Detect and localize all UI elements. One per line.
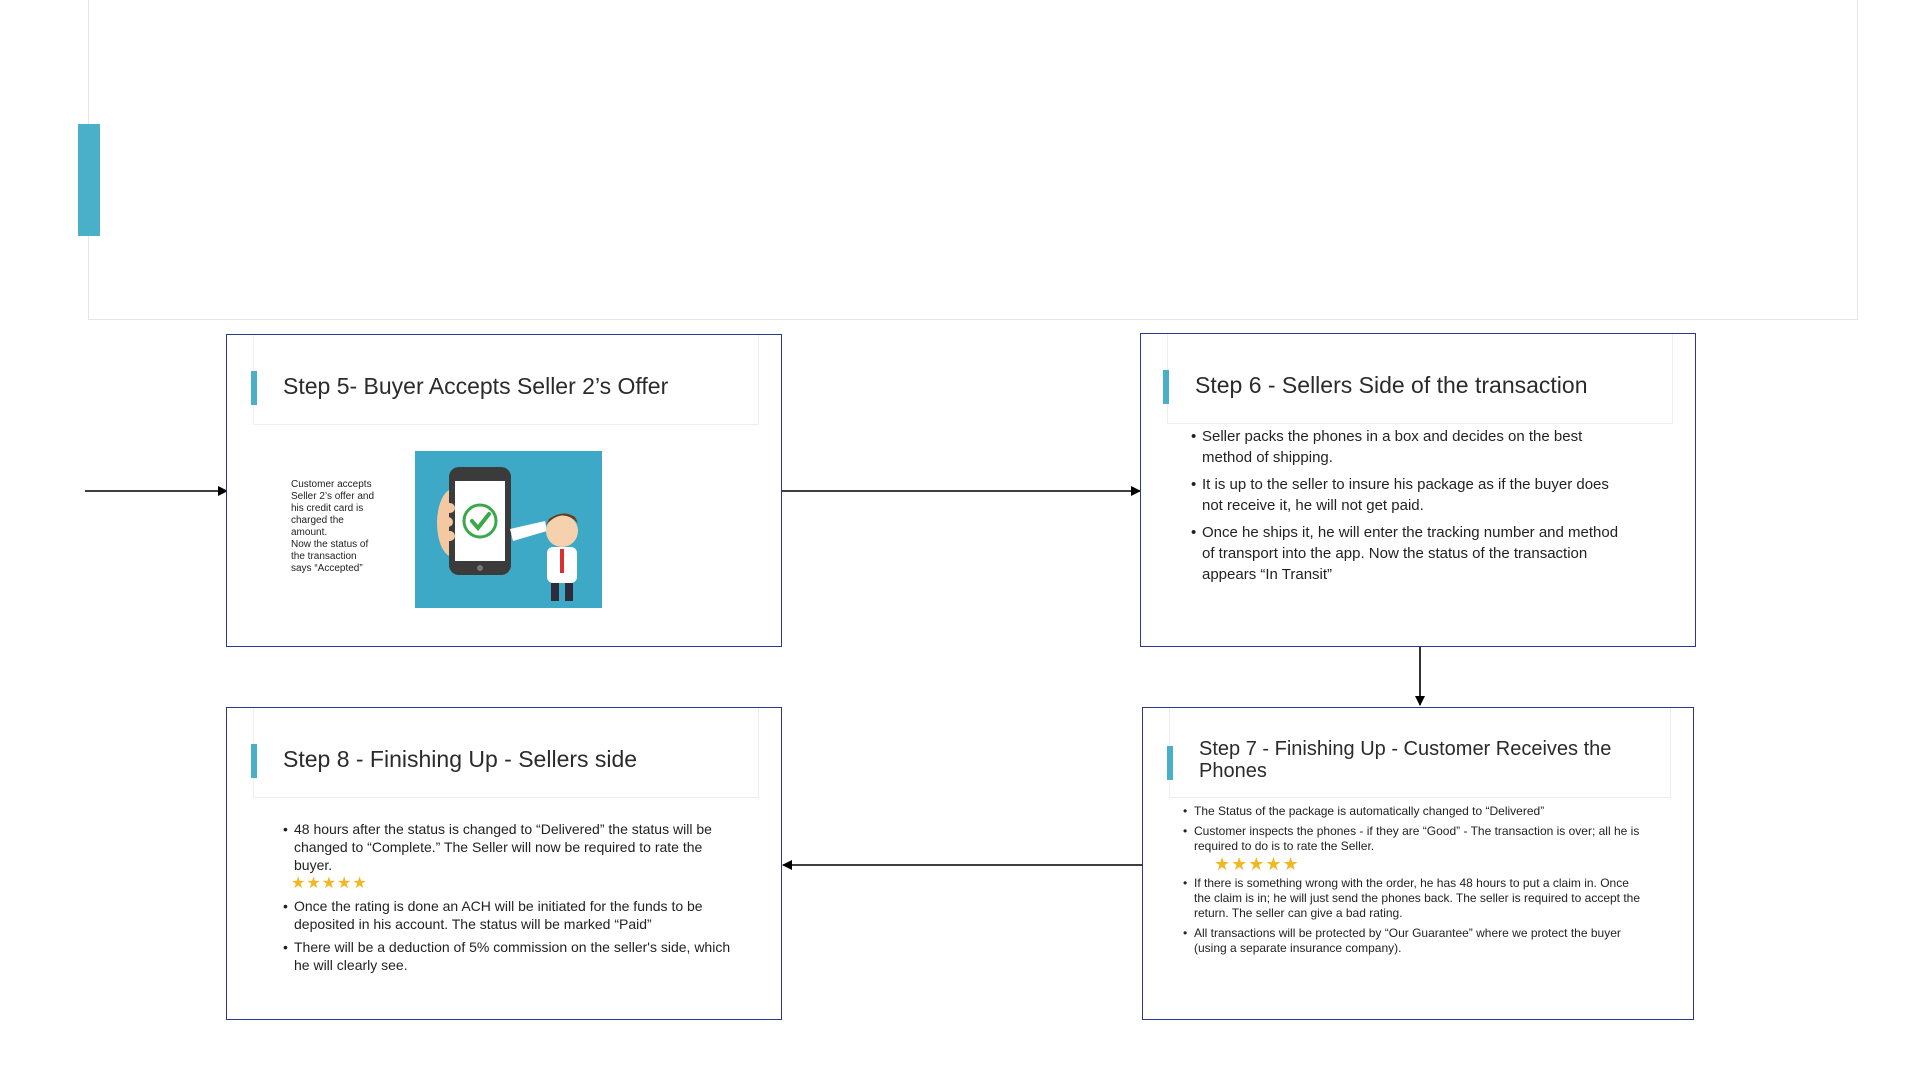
bullet-item: Seller packs the phones in a box and dec… — [1191, 426, 1631, 468]
slide-title: Step 5- Buyer Accepts Seller 2’s Offer — [283, 373, 669, 399]
phone-checkmark-illustration — [415, 451, 602, 608]
title-accent-bar — [78, 124, 100, 236]
phone-check-icon — [437, 467, 578, 601]
slide-accent-bar — [251, 744, 257, 778]
slide-step5: Step 5- Buyer Accepts Seller 2’s Offer C… — [226, 334, 782, 647]
bullet-item: Once he ships it, he will enter the trac… — [1191, 522, 1631, 585]
bullet-list: 48 hours after the status is changed to … — [283, 820, 743, 974]
slide-step8: Step 8 - Finishing Up - Sellers side 48 … — [226, 707, 782, 1020]
bullet-item: Customer inspects the phones - if they a… — [1183, 824, 1648, 854]
note-line: says “Accepted” — [291, 563, 363, 574]
title-area — [88, 0, 1858, 320]
note-line: his credit card is — [291, 503, 364, 514]
bullet-item: All transactions will be protected by “O… — [1183, 926, 1648, 956]
note-line: Now the status of — [291, 539, 369, 550]
bullet-item: If there is something wrong with the ord… — [1183, 876, 1648, 921]
note-line: Seller 2’s offer and — [291, 491, 375, 502]
slide-step6: Step 6 - Sellers Side of the transaction… — [1140, 333, 1696, 647]
slide-accent-bar — [1163, 370, 1169, 404]
rating-stars: ★★★★★ — [291, 875, 368, 892]
bullet-item: There will be a deduction of 5% commissi… — [283, 938, 743, 974]
bullet-item: The Status of the package is automatical… — [1183, 804, 1648, 819]
slide-title: Step 7 - Finishing Up - Customer Receive… — [1199, 738, 1612, 782]
slide-step7: Step 7 - Finishing Up - Customer Receive… — [1142, 707, 1694, 1020]
bullet-list: The Status of the package is automatical… — [1183, 804, 1648, 956]
slide-title: Step 6 - Sellers Side of the transaction — [1195, 372, 1588, 398]
rating-stars: ★★★★★ — [1214, 854, 1300, 874]
note-line: charged the — [291, 515, 344, 526]
note-line: the transaction — [291, 551, 357, 562]
step5-note: Customer accepts Seller 2’s offer and hi… — [291, 479, 387, 575]
bullet-list: Seller packs the phones in a box and dec… — [1191, 426, 1631, 585]
note-line: amount. — [291, 527, 328, 538]
slide-title: Step 8 - Finishing Up - Sellers side — [283, 746, 638, 772]
bullet-item: It is up to the seller to insure his pac… — [1191, 474, 1631, 516]
slide-accent-bar — [251, 371, 257, 405]
slide-accent-bar — [1167, 746, 1173, 780]
bullet-item: Once the rating is done an ACH will be i… — [283, 897, 743, 933]
bullet-item: 48 hours after the status is changed to … — [283, 820, 743, 874]
note-line: Customer accepts — [291, 479, 372, 490]
